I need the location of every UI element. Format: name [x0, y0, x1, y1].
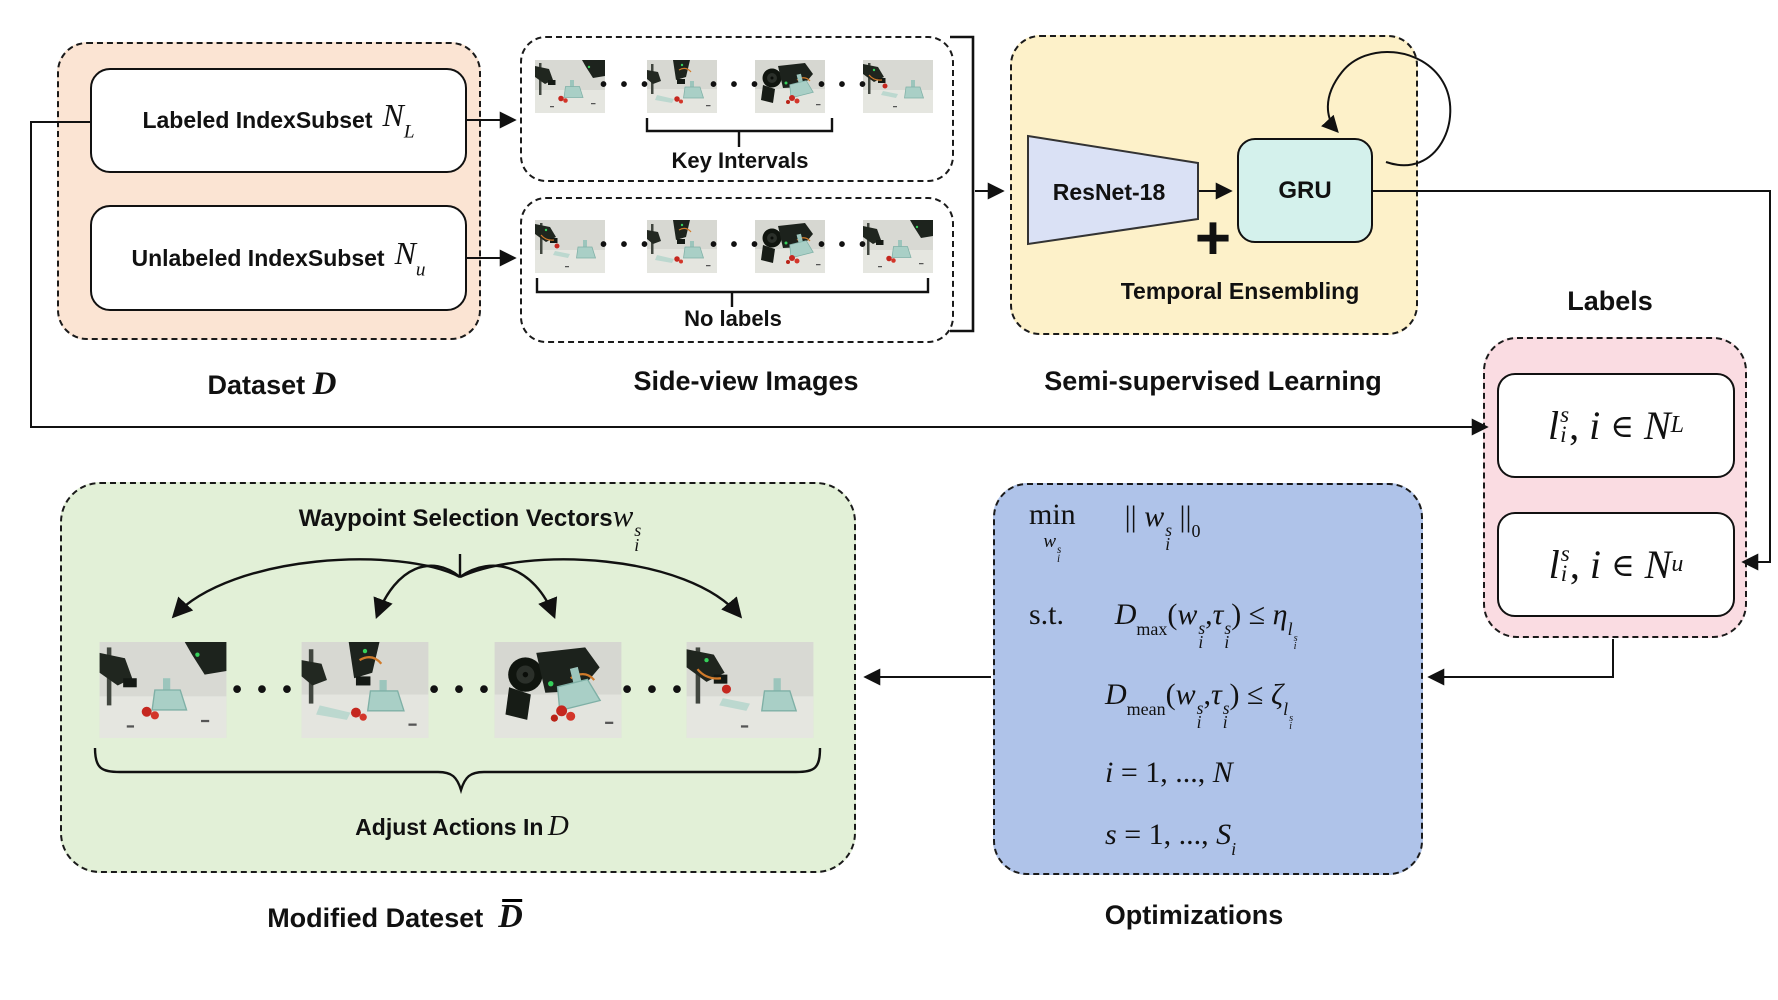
video-frame: [755, 220, 825, 273]
optimizations-caption: Optimizations: [1104, 900, 1284, 930]
video-frame: [755, 60, 825, 113]
video-frame: [647, 60, 717, 113]
labeled-set-symbol: NL: [382, 97, 415, 143]
video-frame: [535, 220, 605, 273]
ellipsis: • • •: [599, 234, 653, 256]
video-frame: [863, 60, 933, 113]
dataset-caption: Dataset D: [207, 366, 337, 402]
sideview-caption: Side-view Images: [633, 366, 859, 396]
labeled-subset-label: Labeled IndexSubset: [142, 107, 373, 133]
video-frame: [647, 220, 717, 273]
modified-dataset-caption: Modified Dateset D: [267, 898, 523, 935]
resnet-label: ResNet-18: [1052, 178, 1166, 205]
video-frame: [685, 642, 815, 738]
video-frame: [98, 642, 228, 738]
video-frame: [535, 60, 605, 113]
temporal-ensembling-label: Temporal Ensembling: [1120, 278, 1360, 304]
dataset-script-d: D: [312, 366, 337, 402]
optim-range-s: s = 1, ..., Si: [1105, 818, 1237, 859]
labels-caption: Labels: [1567, 286, 1653, 316]
key-intervals-label: Key Intervals: [671, 148, 809, 173]
video-frame: [300, 642, 430, 738]
gru-label: GRU: [1278, 176, 1332, 204]
modified-dataset-symbol: D: [498, 898, 523, 935]
ellipsis: • • •: [232, 674, 296, 704]
optim-range-i: i = 1, ..., N: [1105, 756, 1233, 789]
ellipsis: • • •: [817, 234, 871, 256]
unlabeled-subset-box: Unlabeled IndexSubset Nu: [90, 205, 467, 311]
optimizations-panel: [993, 483, 1423, 875]
plus-sign: +: [1194, 204, 1232, 273]
ellipsis: • • •: [709, 234, 763, 256]
wire-labels-to-optimizations: [1427, 639, 1614, 686]
ellipsis: • • •: [709, 74, 763, 96]
ellipsis: • • •: [817, 74, 871, 96]
ellipsis: • • •: [622, 674, 686, 704]
video-frame: [863, 220, 933, 273]
video-frame: [493, 642, 623, 738]
no-labels-label: No labels: [684, 306, 782, 331]
unlabeled-subset-label: Unlabeled IndexSubset: [131, 244, 385, 271]
adjust-actions-label: Adjust Actions In D: [355, 810, 569, 842]
ellipsis: • • •: [429, 674, 493, 704]
labeled-subset-box: Labeled IndexSubset NL: [90, 68, 467, 173]
unlabeled-set-symbol: Nu: [394, 234, 426, 281]
ellipsis: • • •: [599, 74, 653, 96]
gru-box: GRU: [1237, 138, 1373, 243]
ssl-caption: Semi-supervised Learning: [1044, 366, 1382, 396]
